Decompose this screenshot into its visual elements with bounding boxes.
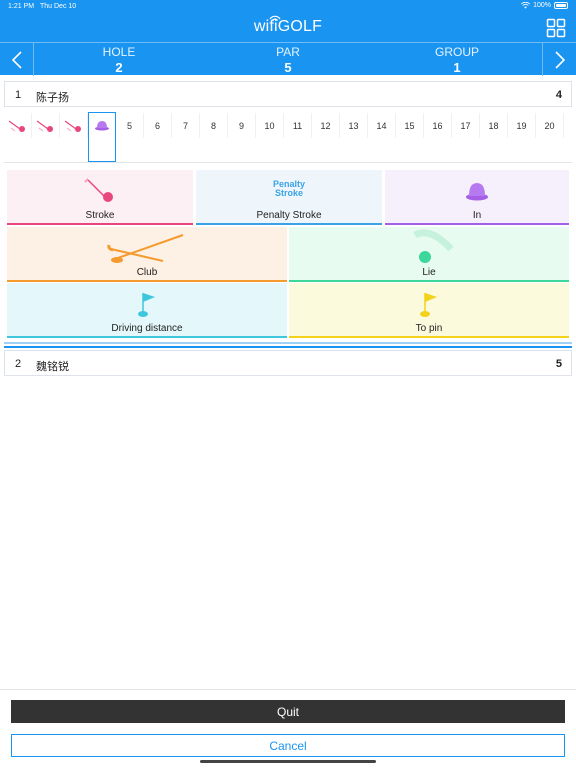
hole-number-cell[interactable]: 13 — [340, 113, 368, 138]
hole-label: HOLE — [102, 45, 136, 59]
hole-info: HOLE 2 — [59, 45, 179, 75]
driving-distance-option[interactable]: Driving distance — [7, 283, 287, 338]
previous-hole-button[interactable] — [0, 43, 34, 76]
stroke-option-label: Stroke — [85, 210, 115, 221]
hole-number-cell[interactable]: 14 — [368, 113, 396, 138]
status-right: 100% — [521, 2, 568, 9]
player-name: 陈子扬 — [36, 92, 69, 104]
next-hole-button[interactable] — [542, 43, 576, 76]
par-info: PAR 5 — [228, 45, 348, 75]
header: 1:21 PM Thu Dec 10 100% wifiGOLF HOLE — [0, 0, 576, 76]
golf-club-icon — [107, 234, 184, 263]
hole-number-cell[interactable]: 12 — [312, 113, 340, 138]
hole-number-cell[interactable]: 11 — [284, 113, 312, 138]
app-title: wifiGOLF — [0, 15, 576, 36]
hole-number-cell[interactable]: 6 — [144, 113, 172, 138]
hole-navigation: HOLE 2 PAR 5 GROUP 1 — [0, 42, 576, 76]
penalty-stroke-icon: Penalty Stroke — [196, 180, 382, 198]
cancel-button[interactable]: Cancel — [11, 734, 565, 757]
stroke-cell-2[interactable] — [32, 113, 60, 138]
hole-number-cell[interactable]: 20 — [536, 113, 564, 138]
par-label: PAR — [276, 45, 300, 59]
flag-icon — [138, 293, 155, 317]
group-value: 1 — [453, 60, 461, 75]
divider — [0, 689, 576, 690]
group-label: GROUP — [434, 45, 479, 59]
hole-number-cell[interactable]: 15 — [396, 113, 424, 138]
battery-percent: 100% — [533, 2, 551, 9]
wifi-logo-icon — [269, 15, 281, 21]
player-row[interactable]: 1 陈子扬 4 — [4, 81, 572, 107]
stroke-cell-4-selected[interactable] — [88, 112, 116, 162]
penalty-stroke-option-label: Penalty Stroke — [256, 210, 322, 221]
in-option[interactable]: In — [385, 170, 569, 225]
to-pin-label: To pin — [415, 323, 443, 334]
player-name: 魏铭锐 — [36, 361, 69, 373]
hole-number-cell[interactable]: 7 — [172, 113, 200, 138]
stroke-cell-1[interactable] — [4, 113, 32, 138]
hole-number-cell[interactable]: 10 — [256, 113, 284, 138]
wifi-icon — [521, 2, 531, 9]
penalty-stroke-option[interactable]: Penalty Stroke Penalty Stroke — [196, 170, 382, 225]
hole-number-cell[interactable]: 17 — [452, 113, 480, 138]
hole-number-cell[interactable]: 8 — [200, 113, 228, 138]
player-row[interactable]: 2 魏铭锐 5 — [4, 350, 572, 376]
lie-option[interactable]: Lie — [289, 227, 569, 282]
stroke-cell-3[interactable] — [60, 113, 88, 138]
lie-ball-icon — [413, 229, 454, 263]
hole-in-option-icon — [466, 183, 488, 201]
hole-number-cell[interactable]: 5 — [116, 113, 144, 138]
stroke-icon — [36, 120, 53, 132]
chevron-left-icon — [11, 50, 22, 69]
status-time: 1:21 PM — [8, 3, 35, 10]
par-value: 5 — [284, 60, 292, 75]
hole-value: 2 — [115, 60, 123, 75]
hole-in-icon — [95, 121, 109, 131]
hole-number-cell[interactable]: 9 — [228, 113, 256, 138]
status-date: Thu Dec 10 — [40, 3, 77, 10]
app-title-text: wifiGOLF — [253, 18, 323, 35]
player-score: 5 — [555, 358, 562, 370]
club-option[interactable]: Club — [7, 227, 287, 282]
to-pin-option[interactable]: To pin — [289, 283, 569, 338]
group-info: GROUP 1 — [397, 45, 517, 75]
stroke-option-icon — [84, 178, 113, 202]
driving-distance-label: Driving distance — [111, 323, 183, 334]
player-number: 1 — [15, 89, 22, 101]
divider — [4, 346, 572, 348]
battery-icon — [554, 2, 568, 9]
stroke-icon — [8, 120, 25, 132]
quit-button[interactable]: Quit — [11, 700, 565, 723]
penalty-icon-line1: Penalty — [272, 179, 305, 189]
player-number: 2 — [15, 358, 22, 370]
pin-flag-icon — [420, 293, 437, 317]
divider — [4, 342, 572, 344]
home-indicator — [200, 760, 376, 763]
stroke-option[interactable]: Stroke — [7, 170, 193, 225]
club-option-label: Club — [136, 267, 158, 278]
player-score: 4 — [555, 89, 562, 101]
hole-number-cell[interactable]: 19 — [508, 113, 536, 138]
grid-menu-icon[interactable] — [546, 18, 566, 38]
lie-option-label: Lie — [422, 267, 436, 278]
status-bar: 1:21 PM Thu Dec 10 100% — [0, 0, 576, 13]
hole-number-cell[interactable]: 16 — [424, 113, 452, 138]
chevron-right-icon — [554, 50, 565, 69]
in-option-label: In — [472, 210, 482, 221]
stroke-icon — [64, 120, 81, 132]
penalty-icon-line2: Stroke — [274, 188, 303, 198]
hole-number-cell[interactable]: 18 — [480, 113, 508, 138]
